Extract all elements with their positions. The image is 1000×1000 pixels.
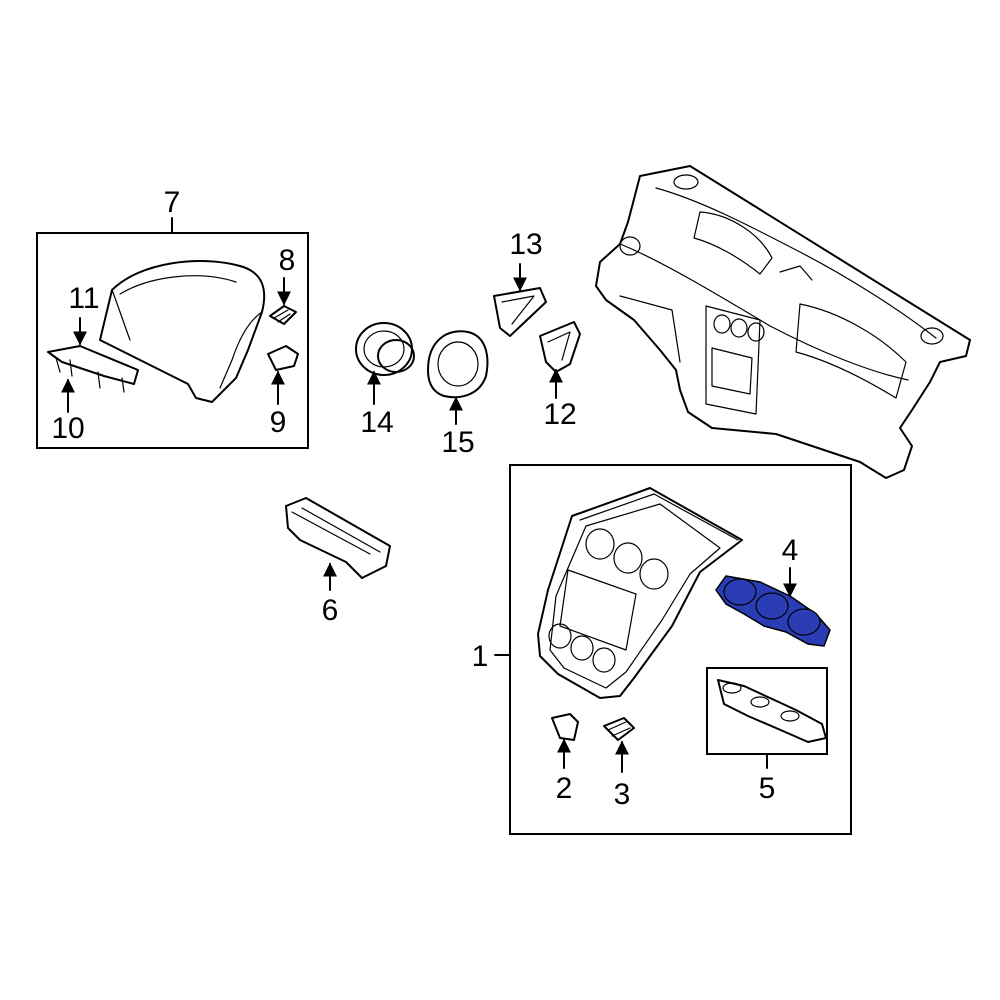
callout-arrows: [61, 263, 797, 773]
bezel-part-15: [427, 330, 489, 399]
callout-14: 14: [360, 406, 393, 439]
callout-3: 3: [614, 778, 631, 811]
vent-trim-part-13: [493, 287, 547, 337]
callout-1: 1: [472, 640, 489, 673]
callout-6: 6: [322, 594, 339, 627]
callout-13: 13: [509, 228, 542, 261]
callout-10: 10: [51, 412, 84, 445]
clip-part-8: [269, 305, 297, 325]
callout-4: 4: [782, 534, 799, 567]
instrument-panel-assembly: [595, 165, 971, 479]
gauge-panel-part-5: [717, 679, 827, 743]
gauge-ring-part-14: [355, 322, 415, 376]
gauge-pod-part-4: [715, 575, 831, 647]
callout-2: 2: [556, 772, 573, 805]
instrument-cluster-hood: [99, 260, 266, 403]
clip-part-9: [267, 345, 299, 371]
callout-8: 8: [279, 244, 296, 277]
callout-9: 9: [270, 406, 287, 439]
group-1-box: [509, 464, 852, 835]
center-bezel: [537, 487, 743, 699]
callout-labels: 7 8 11 9 10 14 15 13 12 6 1 4 5 2 3: [51, 186, 798, 811]
callout-5: 5: [759, 772, 776, 805]
vent-trim-part-12: [539, 321, 581, 373]
callout-7: 7: [164, 186, 181, 219]
bracket-part-6: [285, 497, 391, 579]
clip-part-3: [603, 717, 635, 741]
clip-part-2: [551, 713, 579, 741]
callout-12: 12: [543, 398, 576, 431]
cluster-bracket: [47, 345, 139, 393]
callout-15: 15: [441, 426, 474, 459]
callout-11: 11: [68, 282, 99, 315]
